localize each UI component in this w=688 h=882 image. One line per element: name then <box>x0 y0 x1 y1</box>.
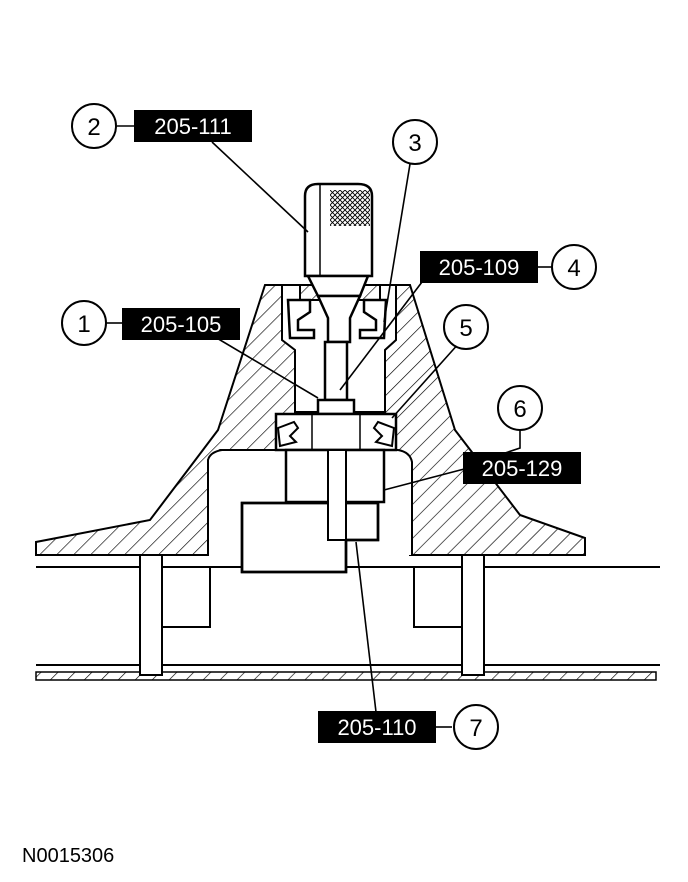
callout-4-tool-label: 205-109 <box>439 255 520 280</box>
callout-1-number: 1 <box>77 311 90 338</box>
callout-5: 5 <box>443 304 489 350</box>
callout-6-number: 6 <box>513 396 526 423</box>
shaft <box>316 294 362 416</box>
callout-4: 205-109 4 <box>420 244 597 290</box>
lower-bearing-plate <box>274 412 398 452</box>
upper-bearing-cups <box>286 298 388 340</box>
callout-3: 3 <box>392 119 438 165</box>
callout-6-tool-label: 205-129 <box>482 456 563 481</box>
callout-7: 205-110 7 <box>318 704 499 750</box>
callout-6: 6 205-129 <box>463 385 581 484</box>
callout-1: 1 205-105 <box>61 300 240 346</box>
figure-id: N0015306 <box>22 845 114 867</box>
callout-3-number: 3 <box>408 130 421 157</box>
handle-tool <box>303 182 374 298</box>
callout-7-number: 7 <box>469 715 482 742</box>
callout-1-tool-label: 205-105 <box>141 312 222 337</box>
pilot-tool <box>240 449 380 574</box>
callout-2-tool-label: 205-111 <box>154 114 231 139</box>
callout-4-number: 4 <box>567 255 580 282</box>
leader-lines <box>106 125 552 728</box>
callout-2: 2 205-111 <box>71 103 252 149</box>
callout-5-number: 5 <box>459 315 472 342</box>
lower-case <box>35 554 660 681</box>
callout-2-number: 2 <box>87 114 100 141</box>
callout-7-tool-label: 205-110 <box>337 715 416 740</box>
